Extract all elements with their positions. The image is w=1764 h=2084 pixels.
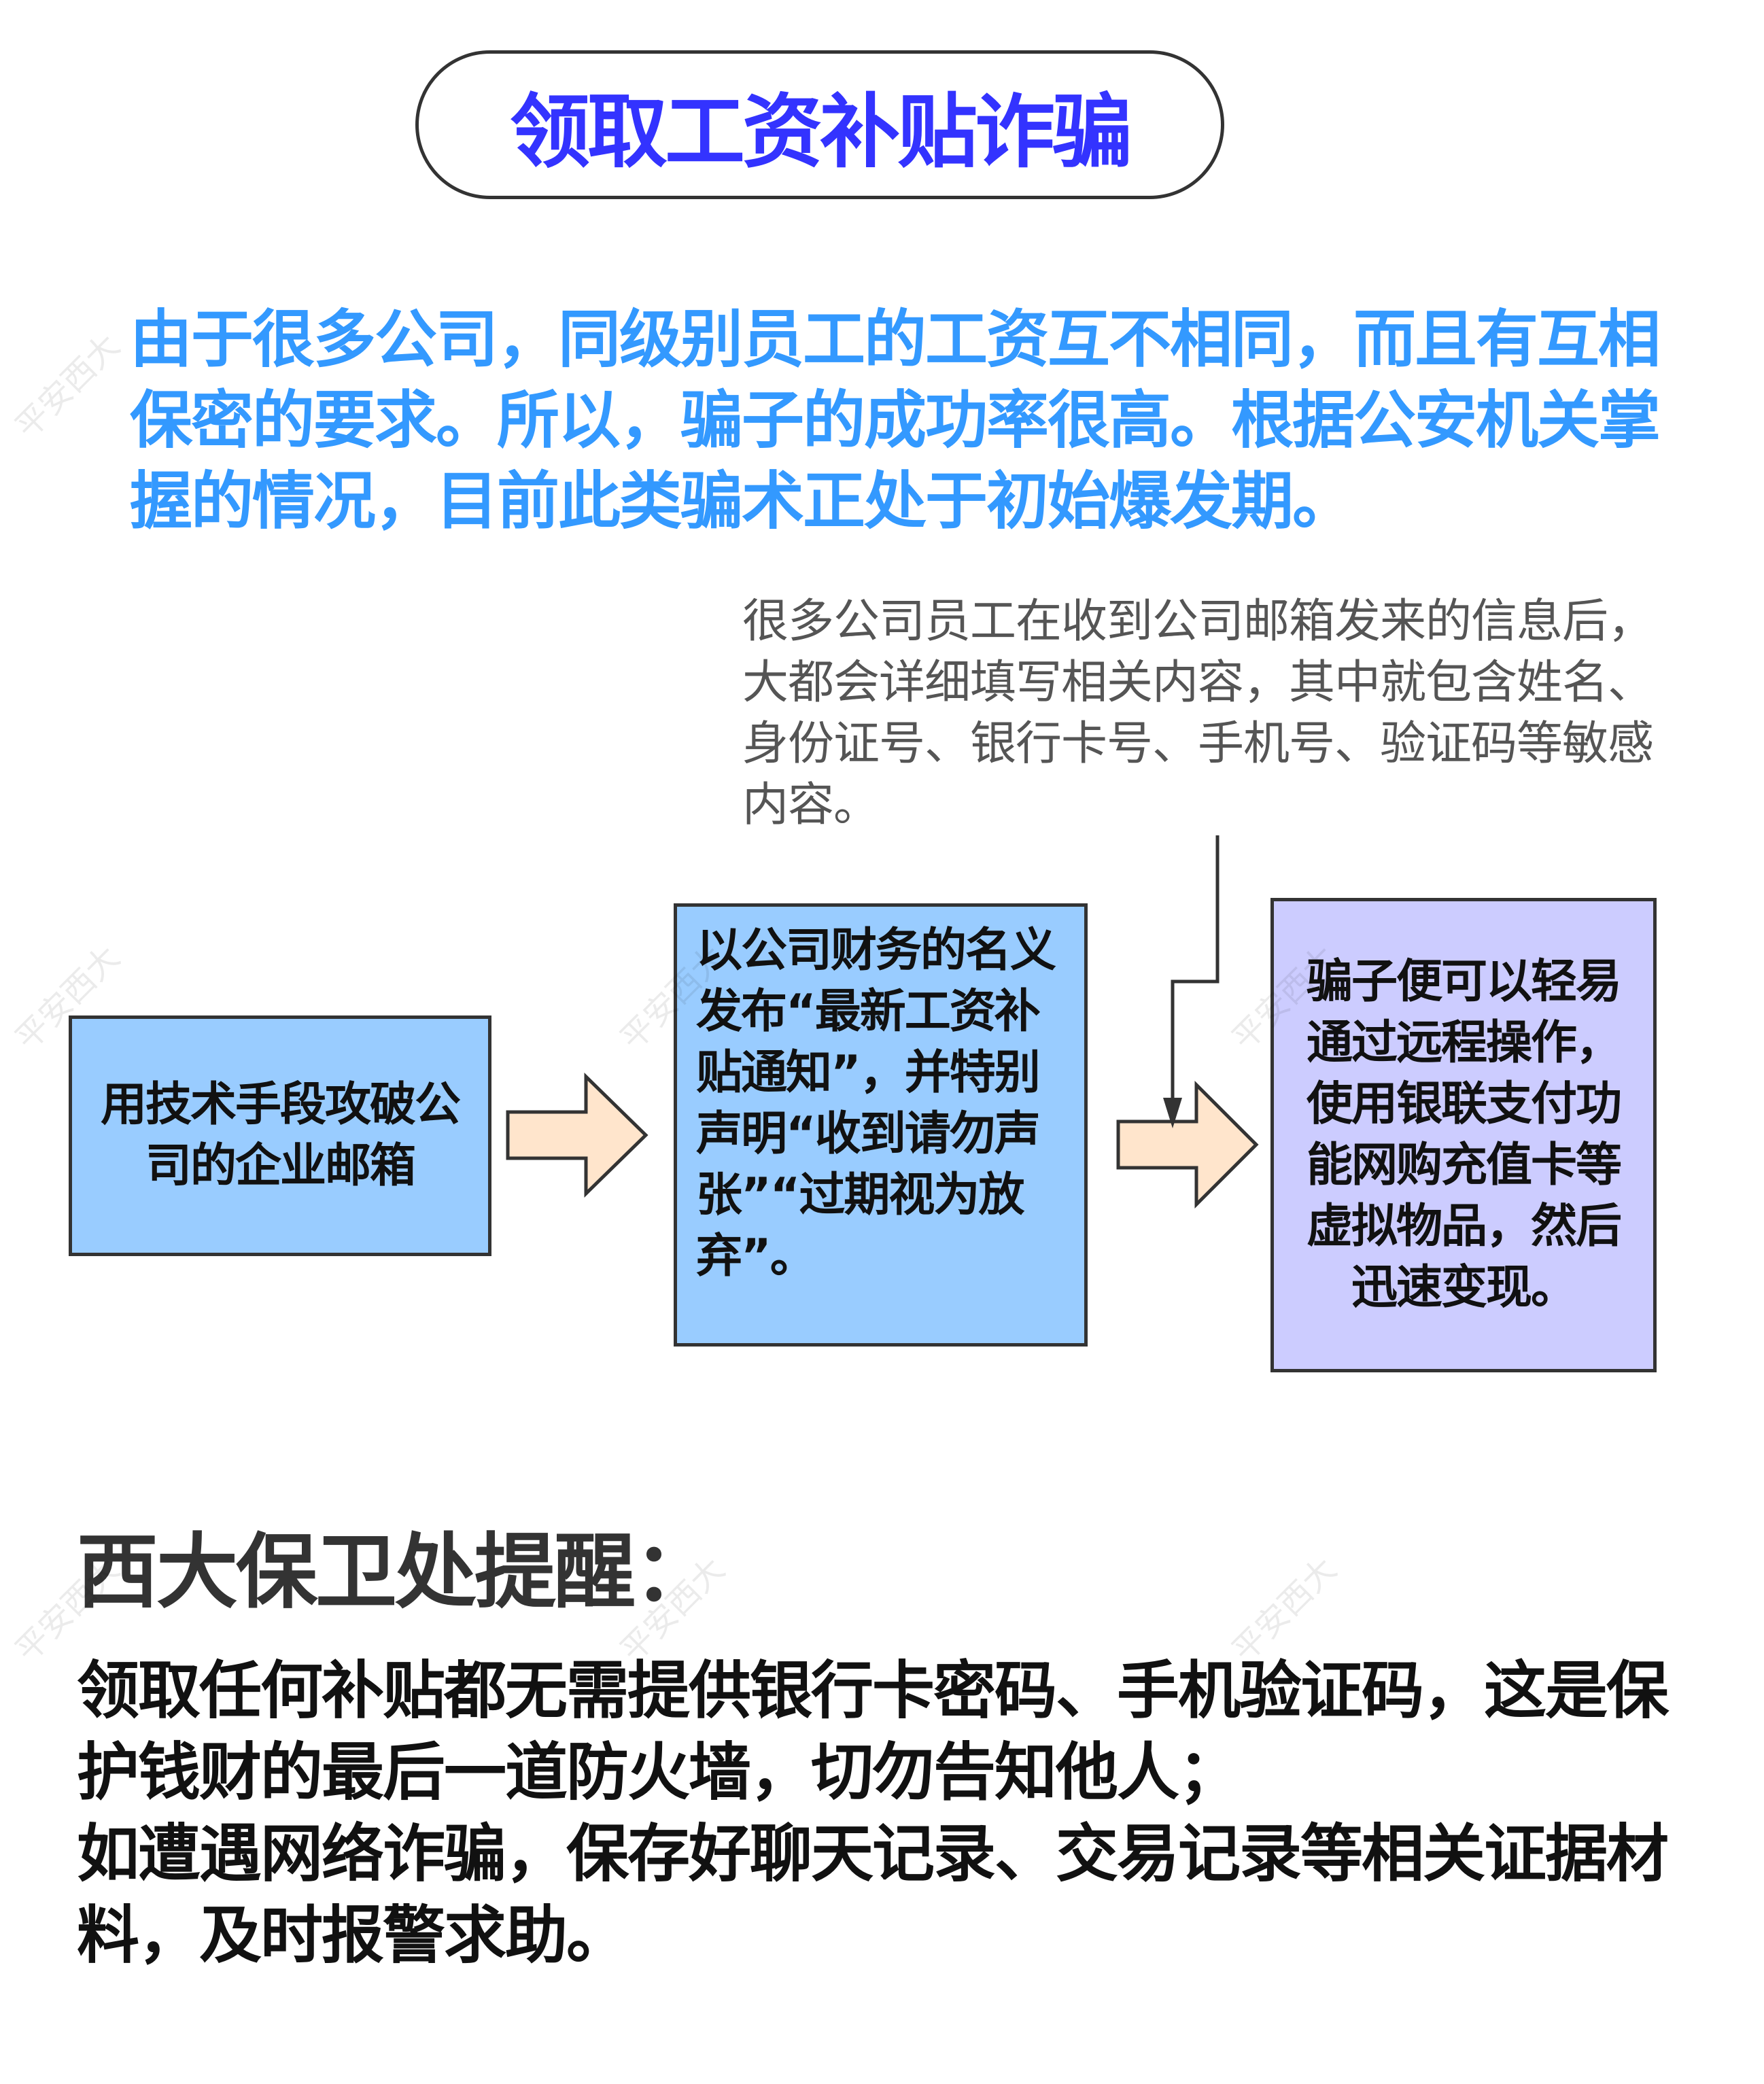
intro-paragraph: 由于很多公司，同级别员工的工资互不相同，而且有互相保密的要求。所以，骗子的成功率… bbox=[130, 303, 1661, 538]
flow-step-1: 用技术手段攻破公司的企业邮箱 bbox=[69, 1015, 491, 1256]
annotation-note: 很多公司员工在收到公司邮箱发来的信息后，大都会详细填写相关内容，其中就包含姓名、… bbox=[742, 595, 1654, 832]
arrow-down-icon bbox=[1163, 1098, 1182, 1128]
reminder-line: 领取任何补贴都无需提供银行卡密码、手机验证码，这是保护钱财的最后一道防火墙，切勿… bbox=[77, 1654, 1669, 1809]
reminder-body: 领取任何补贴都无需提供银行卡密码、手机验证码，这是保护钱财的最后一道防火墙，切勿… bbox=[77, 1650, 1722, 1977]
flow-step-3-text: 骗子便可以轻易通过远程操作，使用银联支付功能网购充值卡等虚拟物品，然后迅速变现。 bbox=[1306, 955, 1622, 1315]
note-connector-line bbox=[1171, 835, 1220, 1101]
flow-step-2-text: 以公司财务的名义发布“最新工资补贴通知”，并特别声明“收到请勿声张”“过期视为放… bbox=[696, 924, 1056, 1283]
arrow-right-icon bbox=[1116, 1080, 1259, 1209]
arrow-right-icon bbox=[506, 1073, 648, 1198]
reminder-heading: 西大保卫处提醒： bbox=[77, 1525, 715, 1620]
title-banner: 领取工资补贴诈骗 bbox=[415, 50, 1224, 199]
flow-step-3: 骗子便可以轻易通过远程操作，使用银联支付功能网购充值卡等虚拟物品，然后迅速变现。 bbox=[1270, 898, 1657, 1372]
flow-step-1-text: 用技术手段攻破公司的企业邮箱 bbox=[100, 1078, 461, 1193]
flow-step-2: 以公司财务的名义发布“最新工资补贴通知”，并特别声明“收到请勿声张”“过期视为放… bbox=[674, 903, 1088, 1347]
reminder-line: 如遭遇网络诈骗，保存好聊天记录、交易记录等相关证据材料，及时报警求助。 bbox=[77, 1818, 1669, 1972]
page-title: 领取工资补贴诈骗 bbox=[509, 85, 1132, 179]
